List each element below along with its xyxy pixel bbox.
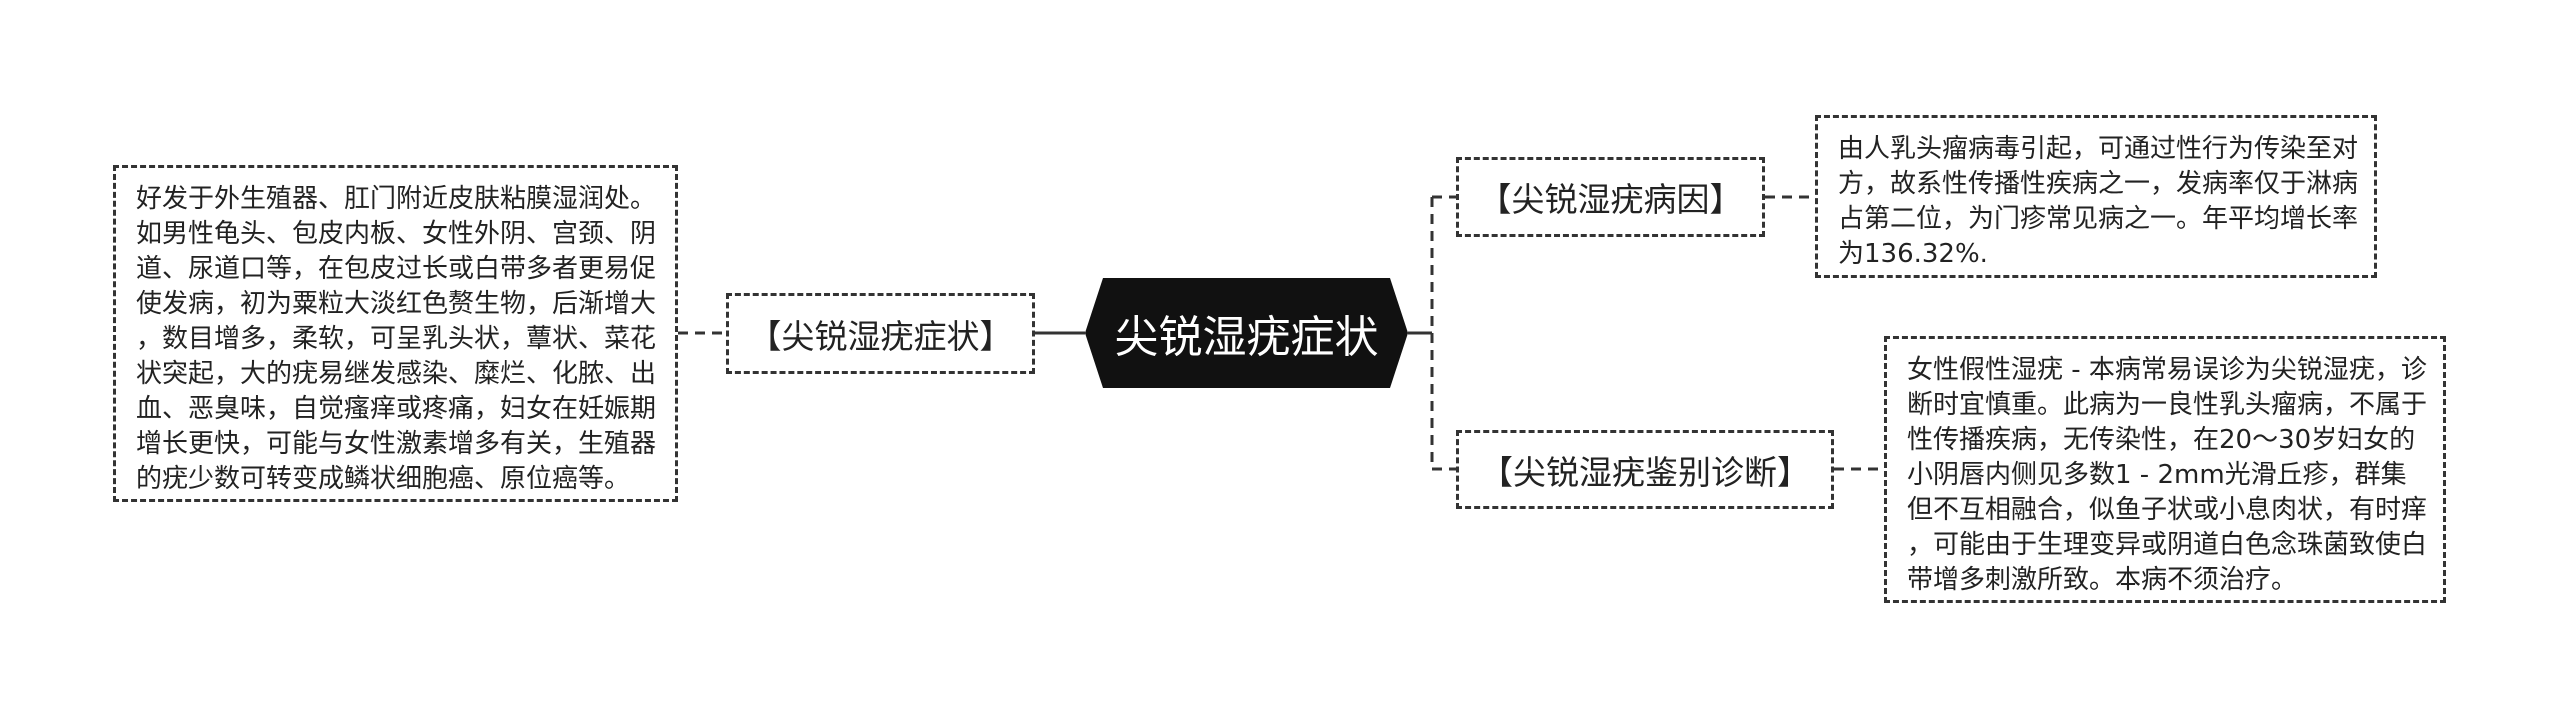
note-line: 带增多刺激所致。本病不须治疗。 (1907, 565, 2298, 595)
note-line: 占第二位，为门疹常见病之一。年平均增长率 (1838, 204, 2359, 234)
note-line: 血、恶臭味，自觉瘙痒或疼痛，妇女在妊娠期 (136, 394, 657, 424)
topic-differential[interactable]: 【尖锐湿疣鉴别诊断】 (1456, 430, 1834, 509)
note-line: 小阴唇内侧见多数1 - 2mm光滑丘疹，群集 (1907, 460, 2407, 490)
note-line: 状突起，大的疣易继发感染、糜烂、化脓、出 (136, 359, 657, 389)
note-line: 使发病，初为粟粒大淡红色赘生物，后渐增大 (136, 289, 657, 319)
hexagon-shape (1085, 278, 1408, 388)
topic-cause[interactable]: 【尖锐湿疣病因】 (1456, 157, 1765, 237)
central-topic-node[interactable]: 尖锐湿疣症状 (1085, 278, 1408, 388)
cause-detail-note[interactable]: 由人乳头瘤病毒引起，可通过性行为传染至对 方，故系性传播性疾病之一，发病率仅于淋… (1815, 115, 2377, 278)
note-line: 但不互相融合，似鱼子状或小息肉状，有时痒 (1907, 495, 2428, 525)
symptoms-detail-note[interactable]: 好发于外生殖器、肛门附近皮肤粘膜湿润处。 如男性龟头、包皮内板、女性外阴、宫颈、… (113, 165, 678, 502)
central-topic-label: 尖锐湿疣症状 (1114, 312, 1379, 363)
differential-detail-note[interactable]: 女性假性湿疣 - 本病常易误诊为尖锐湿疣，诊 断时宜慎重。此病为一良性乳头瘤病，… (1884, 336, 2446, 603)
note-line: 的疣少数可转变成鳞状细胞癌、原位癌等。 (136, 464, 631, 494)
note-line: ，可能由于生理变异或阴道白色念珠菌致使白 (1907, 530, 2428, 560)
note-line: 由人乳头瘤病毒引起，可通过性行为传染至对 (1838, 134, 2359, 164)
note-line: 女性假性湿疣 - 本病常易误诊为尖锐湿疣，诊 (1907, 355, 2427, 385)
note-line: 性传播疾病，无传染性，在20～30岁妇女的 (1907, 425, 2416, 455)
note-line: 如男性龟头、包皮内板、女性外阴、宫颈、阴 (136, 219, 657, 249)
topic-symptoms[interactable]: 【尖锐湿疣症状】 (726, 293, 1035, 374)
note-line: 为136.32%. (1838, 239, 1988, 269)
topic-symptoms-label: 【尖锐湿疣症状】 (748, 316, 1013, 356)
note-line: ，数目增多，柔软，可呈乳头状，蕈状、菜花 (136, 324, 657, 354)
topic-cause-label: 【尖锐湿疣病因】 (1478, 180, 1743, 219)
note-line: 增长更快，可能与女性激素增多有关，生殖器 (136, 429, 657, 459)
note-line: 好发于外生殖器、肛门附近皮肤粘膜湿润处。 (136, 184, 657, 214)
topic-differential-label: 【尖锐湿疣鉴别诊断】 (1480, 452, 1810, 492)
note-line: 道、尿道口等，在包皮过长或白带多者更易促 (136, 254, 657, 284)
note-line: 方，故系性传播性疾病之一，发病率仅于淋病 (1838, 169, 2359, 199)
note-line: 断时宜慎重。此病为一良性乳头瘤病，不属于 (1907, 390, 2428, 420)
